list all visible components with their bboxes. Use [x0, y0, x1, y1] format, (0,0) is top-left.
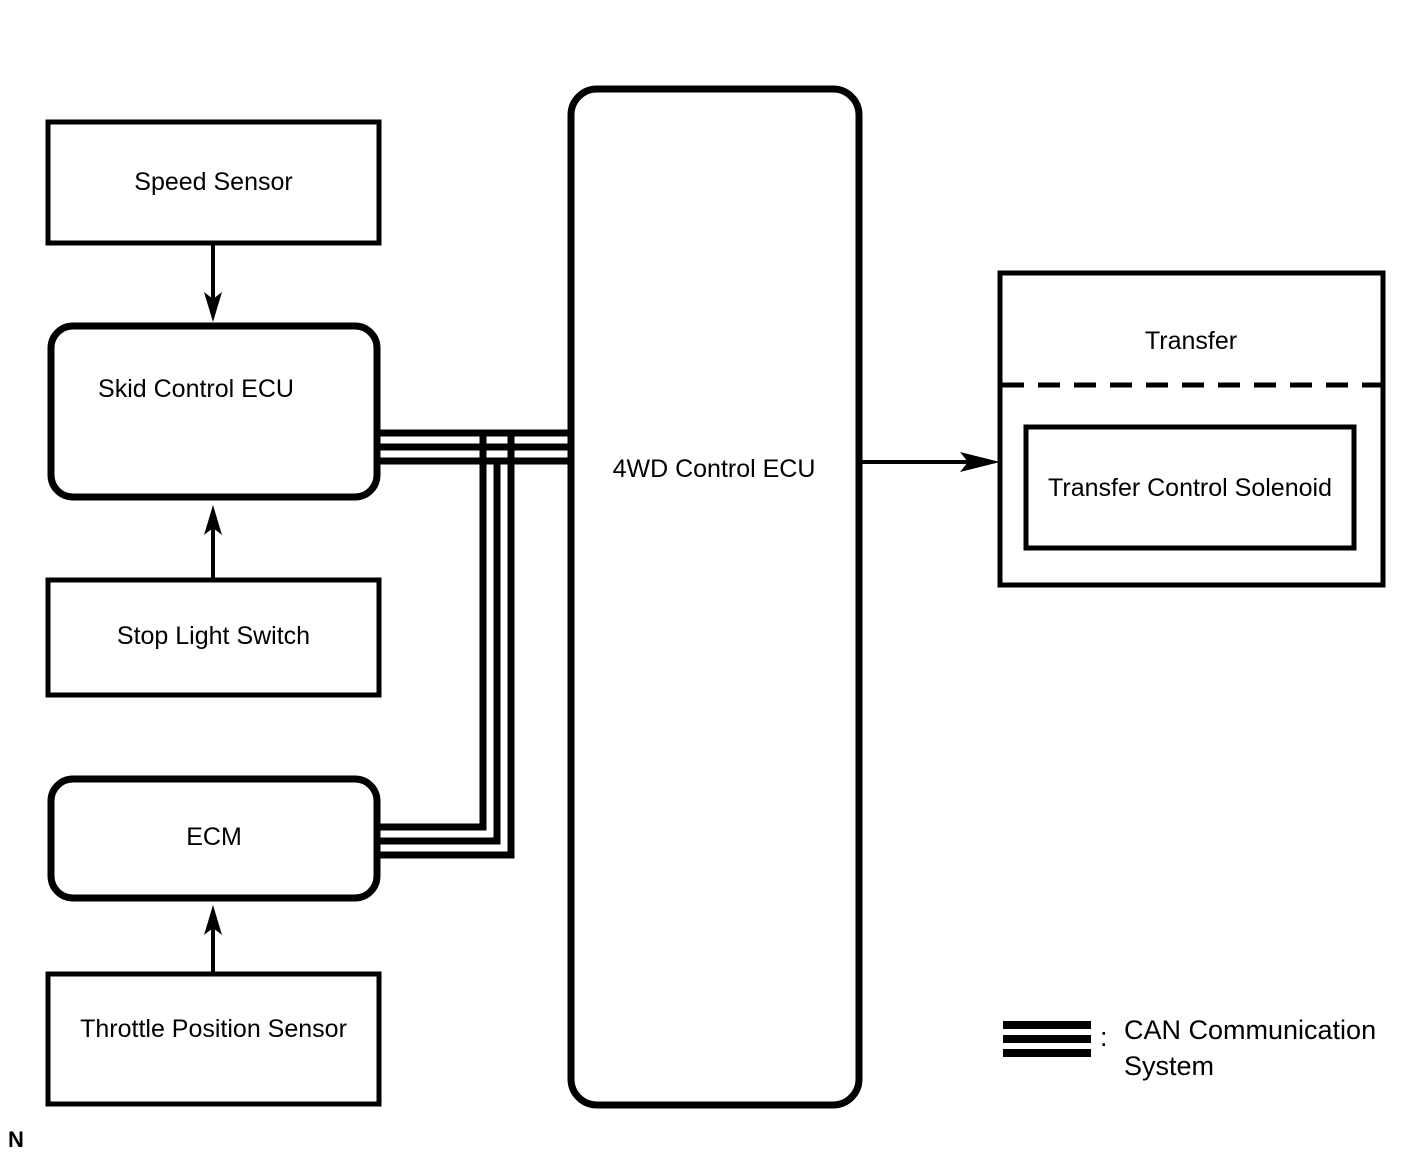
block-speed-sensor[interactable]: Speed Sensor	[45, 119, 382, 246]
can-ecm-strand-inner	[377, 433, 487, 831]
skid-control-ecu-box[interactable]	[47, 322, 381, 501]
speed-to-skid-arrowhead	[204, 292, 222, 322]
speed-sensor-label: Speed Sensor	[134, 168, 292, 196]
throttle-to-ecm-arrowhead	[204, 905, 222, 935]
connector-stop-to-skid	[204, 505, 222, 582]
transfer-label: Transfer	[1145, 327, 1237, 355]
can-bus-skid-to-4wd	[377, 429, 571, 845]
block-stop-light-switch[interactable]: Stop Light Switch	[45, 577, 382, 698]
block-ecm[interactable]: ECM	[47, 775, 381, 902]
block-four-wd-control-ecu[interactable]: 4WD Control ECU	[567, 85, 863, 1109]
connector-throttle-to-ecm	[204, 905, 222, 975]
four-wd-control-ecu-box[interactable]	[567, 85, 863, 1109]
can-bus-triple-line-icon	[1003, 1021, 1091, 1057]
block-skid-control-ecu[interactable]: Skid Control ECU	[47, 322, 381, 501]
legend-separator: :	[1100, 1022, 1108, 1052]
legend-label-line2: System	[1124, 1051, 1214, 1081]
connector-speed-to-skid	[204, 243, 222, 322]
four-wd-control-ecu-label: 4WD Control ECU	[613, 455, 816, 483]
stop-to-skid-arrowhead	[204, 505, 222, 535]
can-skid-strand-bottom-return	[377, 457, 501, 845]
transfer-control-solenoid-box[interactable]	[1023, 424, 1357, 551]
block-transfer[interactable]: Transfer Transfer Control Solenoid	[997, 270, 1386, 588]
throttle-position-sensor-box[interactable]	[45, 971, 382, 1107]
can-ecm-strand-outer	[377, 433, 515, 859]
ecm-label: ECM	[186, 823, 242, 851]
throttle-position-sensor-label: Throttle Position Sensor	[80, 1015, 347, 1043]
stop-light-switch-box[interactable]	[45, 577, 382, 698]
four-wd-to-transfer-arrowhead	[960, 452, 1000, 472]
skid-control-ecu-label: Skid Control ECU	[98, 375, 294, 403]
legend-bar-middle	[1003, 1035, 1091, 1043]
stop-light-switch-label: Stop Light Switch	[117, 622, 310, 650]
transfer-control-solenoid-label: Transfer Control Solenoid	[1048, 474, 1332, 502]
legend-label-line1: CAN Communication	[1124, 1015, 1376, 1045]
legend-bar-bottom	[1003, 1049, 1091, 1057]
can-bus-ecm-to-4wd	[377, 429, 571, 859]
legend-bar-top	[1003, 1021, 1091, 1029]
legend: : CAN Communication System	[1003, 1015, 1376, 1081]
connector-4wd-to-transfer	[859, 452, 1000, 472]
block-throttle-position-sensor[interactable]: Throttle Position Sensor	[45, 971, 382, 1107]
speed-sensor-box[interactable]	[45, 119, 382, 246]
corner-mark: N	[8, 1127, 24, 1152]
